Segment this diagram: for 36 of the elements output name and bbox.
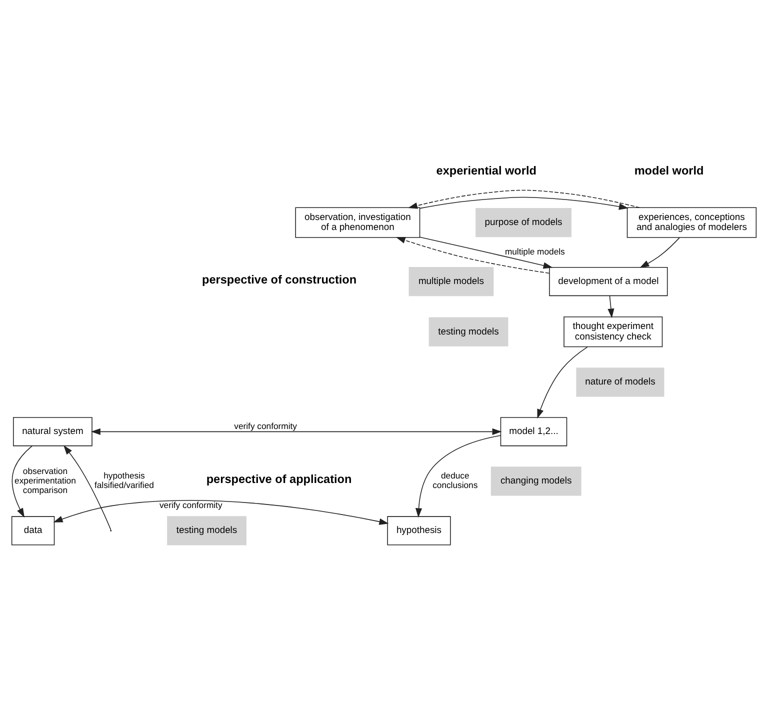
arrow [419,236,553,268]
edge-label: verify conformity [159,500,222,510]
label: perspective of application [206,472,352,486]
node-box: development of a model [549,266,668,296]
node-box: data [11,516,55,545]
arrow [53,500,389,524]
node-box: nature of models [576,367,664,396]
arrow [420,196,628,210]
edge-label: multiple models [504,246,565,256]
label: experiential world [436,164,536,177]
arrow [408,189,640,208]
arrow [64,444,112,530]
node-box: model 1,2... [500,416,568,446]
node-box: natural system [13,416,92,446]
edge-label: hypothesis falsified/varified [94,470,154,490]
node-box: changing models [490,466,582,496]
label: perspective of construction [202,273,357,286]
edge-label: deduce conclusions [432,470,478,490]
node-box: testing models [428,316,508,346]
arrow [608,295,614,318]
node-box: hypothesis [387,516,451,545]
node-box: experiences, conceptions and analogies of modelers [626,206,757,238]
node-box: purpose of models [476,208,572,237]
arrow [415,434,502,518]
arrow [90,428,502,434]
arrow [537,346,588,418]
arrow [640,236,680,268]
node-box: thought experiment consistency check [564,316,663,347]
arrow [396,236,550,274]
node-box: testing models [167,516,246,545]
node-box: observation, investigation of a phenomenon [295,206,420,238]
edge-label: observation experimentation comparison [14,465,76,494]
edge-label: verify conformity [234,420,297,431]
arrow [12,445,33,518]
label: model world [634,164,704,177]
node-box: multiple models [408,266,494,296]
